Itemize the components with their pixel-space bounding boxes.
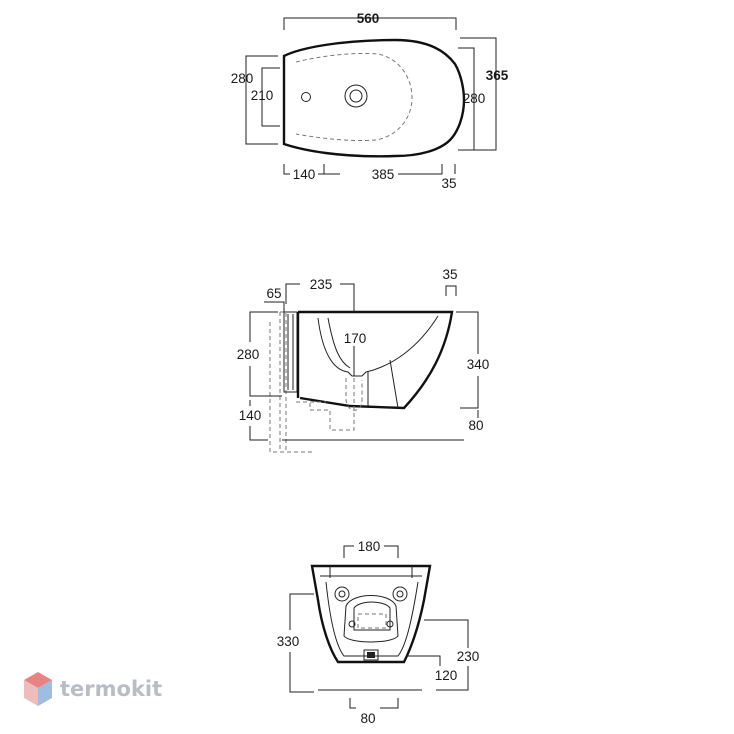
termokit-brand-text: termokit — [60, 677, 162, 701]
dim-line-height-lower-bottom — [249, 426, 268, 441]
dim-top-width: 180 — [358, 539, 381, 554]
dim-height-upper: 280 — [237, 347, 260, 362]
dim-line-height-right-top — [456, 311, 479, 354]
tap-hole — [301, 92, 311, 102]
dim-seg-2 — [398, 164, 443, 175]
dim-depth-total: 365 — [486, 68, 509, 83]
dim-line-top-width-left — [343, 545, 354, 558]
front-cavity-dashed — [357, 613, 387, 629]
dim-span-center: 385 — [372, 167, 395, 182]
dim-back-gap: 65 — [266, 286, 281, 301]
dim-line-top-offset — [445, 285, 457, 296]
side-view: 35 65 235 170 280 140 340 80 — [237, 267, 490, 453]
front-bolt-right — [386, 620, 394, 628]
dim-height-right: 340 — [467, 357, 490, 372]
front-drain — [363, 649, 379, 661]
wall-support-dashed — [269, 311, 312, 453]
dim-line-span-right — [340, 283, 355, 312]
mount-hole-left-inner — [338, 590, 346, 598]
side-view-foot — [367, 359, 399, 409]
dim-line-width — [283, 17, 457, 30]
dim-line-height-left-top — [289, 593, 314, 630]
dim-height-low: 120 — [435, 668, 458, 683]
termokit-logo-icon — [24, 672, 52, 706]
front-cavity-inner — [353, 601, 391, 631]
top-view: 560 280 210 280 365 140 385 35 — [231, 11, 509, 191]
drain-outer — [344, 84, 368, 108]
dim-line-depth-total — [460, 37, 497, 151]
dim-line-top-width-right — [384, 545, 399, 558]
mount-hole-left — [334, 586, 350, 602]
dim-height-lower: 140 — [239, 408, 262, 423]
termokit-watermark: termokit — [24, 672, 162, 706]
mount-hole-right-inner — [396, 590, 404, 598]
dim-bottom-width: 80 — [360, 711, 375, 726]
front-cavity — [343, 595, 399, 643]
dim-line-height-low — [406, 655, 441, 666]
top-view-bowl-dashed — [295, 52, 413, 142]
dim-line-height-right-bottom — [460, 376, 479, 409]
top-view-outline — [282, 38, 466, 158]
front-drain-fill — [367, 652, 375, 658]
dim-line-height-upper-bottom — [249, 366, 282, 397]
dim-line-bottom-width-left — [349, 698, 356, 709]
dim-tick-left — [283, 164, 290, 175]
dim-top-offset: 35 — [442, 267, 457, 282]
dim-line-depth-inner — [261, 67, 280, 127]
dim-line-back-gap — [264, 301, 285, 316]
side-view-outline — [298, 310, 454, 410]
dim-height-right: 230 — [457, 649, 480, 664]
dim-depth-outer: 280 — [231, 71, 254, 86]
dim-line-bottom-width-right — [380, 698, 399, 709]
dim-offset-left: 140 — [293, 167, 316, 182]
dim-top-span: 235 — [310, 277, 333, 292]
dim-line-height-left-bottom — [289, 652, 314, 693]
dim-depth-inner: 210 — [251, 88, 274, 103]
dim-line-span-left — [285, 283, 300, 304]
dim-depth-right: 280 — [463, 91, 486, 106]
bowl-inner — [317, 315, 439, 377]
dim-line-height-right-top — [424, 619, 469, 648]
mounting-frame-rails — [287, 314, 294, 390]
front-bolt-left — [348, 620, 356, 628]
front-view-inner-body — [325, 581, 419, 657]
front-view-outline — [310, 564, 432, 664]
front-view: 180 330 230 120 80 — [277, 539, 480, 726]
dim-line-depth-outer — [245, 55, 278, 145]
dim-width-total: 560 — [357, 11, 380, 26]
mount-hole-right — [392, 586, 408, 602]
bowl-inner-2 — [327, 317, 351, 369]
dim-offset-right: 35 — [441, 176, 456, 191]
dim-line-height-upper-top — [249, 311, 278, 342]
dim-floor-offset: 80 — [468, 418, 483, 433]
dim-bowl-depth: 170 — [344, 331, 367, 346]
drain-pipe-dashed — [296, 378, 363, 431]
dim-line-height-right-bottom — [436, 666, 469, 691]
dim-height-left: 330 — [277, 634, 300, 649]
drain-inner — [349, 89, 363, 103]
front-view-inner-top — [320, 566, 422, 578]
